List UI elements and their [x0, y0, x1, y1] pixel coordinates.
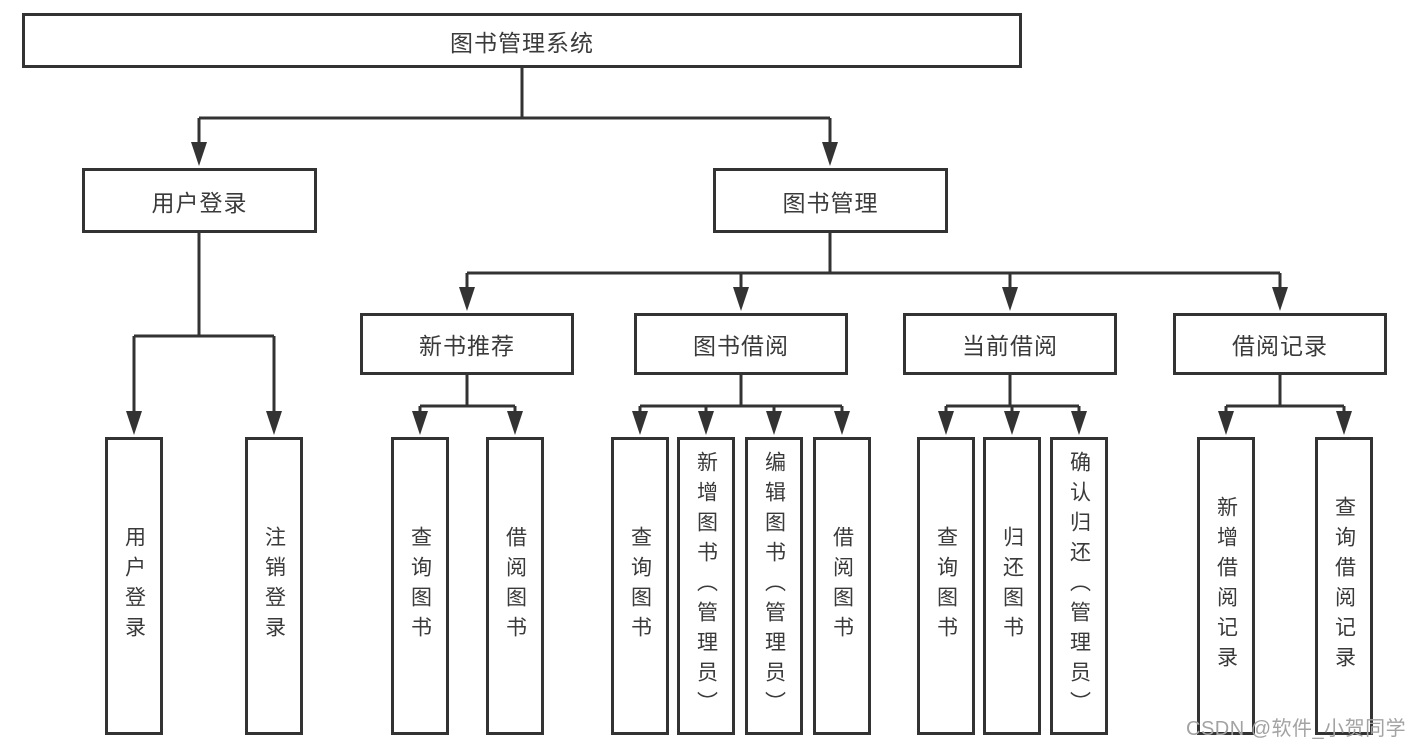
leaf-borrow-borrow-books-label: 借阅图书 — [830, 526, 854, 646]
arrowhead-icon — [698, 411, 714, 435]
arrowhead-icon — [459, 287, 475, 311]
leaf-borrow-borrow-books: 借阅图书 — [813, 437, 871, 735]
arrowhead-icon — [126, 411, 142, 435]
arrowhead-icon — [1218, 411, 1234, 435]
arrowhead-icon — [1002, 287, 1018, 311]
node-user-login: 用户登录 — [82, 168, 317, 233]
leaf-current-confirm-return-admin: 确认归还（管理员） — [1050, 437, 1108, 735]
node-root: 图书管理系统 — [22, 13, 1022, 68]
node-book-management-label: 图书管理 — [782, 189, 879, 216]
leaf-borrow-add-books-admin-label: 新增图书（管理员） — [694, 451, 718, 721]
arrowhead-icon — [822, 142, 838, 166]
arrowhead-icon — [1272, 287, 1288, 311]
node-book-borrow: 图书借阅 — [634, 313, 848, 375]
leaf-current-confirm-return-admin-label: 确认归还（管理员） — [1067, 451, 1091, 721]
node-current-borrow: 当前借阅 — [903, 313, 1117, 375]
leaf-borrow-query-books-label: 查询图书 — [628, 526, 652, 646]
node-root-label: 图书管理系统 — [450, 29, 594, 56]
leaf-record-query-borrow-record: 查询借阅记录 — [1315, 437, 1373, 735]
leaf-newrec-query-books-label: 查询图书 — [408, 526, 432, 646]
leaf-borrow-query-books: 查询图书 — [611, 437, 669, 735]
leaf-current-return-books-label: 归还图书 — [1000, 526, 1024, 646]
node-book-management: 图书管理 — [713, 168, 948, 233]
leaf-newrec-query-books: 查询图书 — [391, 437, 449, 735]
leaf-current-query-books: 查询图书 — [917, 437, 975, 735]
leaf-logout: 注销登录 — [245, 437, 303, 735]
leaf-newrec-borrow-books-label: 借阅图书 — [503, 526, 527, 646]
arrowhead-icon — [938, 411, 954, 435]
leaf-borrow-edit-books-admin: 编辑图书（管理员） — [745, 437, 803, 735]
leaf-user-login: 用户登录 — [105, 437, 163, 735]
arrowhead-icon — [266, 411, 282, 435]
leaf-borrow-add-books-admin: 新增图书（管理员） — [677, 437, 735, 735]
leaf-record-add-borrow-record-label: 新增借阅记录 — [1214, 496, 1238, 676]
node-borrow-record-label: 借阅记录 — [1232, 333, 1328, 359]
arrowhead-icon — [507, 411, 523, 435]
connector-group — [412, 375, 523, 435]
node-borrow-record: 借阅记录 — [1173, 313, 1387, 375]
node-current-borrow-label: 当前借阅 — [962, 333, 1058, 359]
arrowhead-icon — [834, 411, 850, 435]
connector-group — [459, 233, 1288, 311]
arrowhead-icon — [1336, 411, 1352, 435]
connector-group — [126, 233, 282, 435]
arrowhead-icon — [733, 287, 749, 311]
arrowhead-icon — [1004, 411, 1020, 435]
node-book-borrow-label: 图书借阅 — [693, 333, 789, 359]
arrowhead-icon — [412, 411, 428, 435]
arrowhead-icon — [766, 411, 782, 435]
leaf-logout-label: 注销登录 — [262, 526, 286, 646]
leaf-user-login-label: 用户登录 — [122, 526, 146, 646]
connector-group — [191, 68, 838, 166]
arrowhead-icon — [191, 142, 207, 166]
leaf-record-query-borrow-record-label: 查询借阅记录 — [1332, 496, 1356, 676]
leaf-record-add-borrow-record: 新增借阅记录 — [1197, 437, 1255, 735]
leaf-newrec-borrow-books: 借阅图书 — [486, 437, 544, 735]
leaf-borrow-edit-books-admin-label: 编辑图书（管理员） — [762, 451, 786, 721]
arrowhead-icon — [632, 411, 648, 435]
connector-group — [632, 375, 850, 435]
arrowhead-icon — [1071, 411, 1087, 435]
node-new-book-recommend-label: 新书推荐 — [419, 333, 515, 359]
node-user-login-label: 用户登录 — [151, 189, 248, 216]
node-new-book-recommend: 新书推荐 — [360, 313, 574, 375]
leaf-current-query-books-label: 查询图书 — [934, 526, 958, 646]
connector-group — [1218, 375, 1352, 435]
leaf-current-return-books: 归还图书 — [983, 437, 1041, 735]
csdn-watermark: CSDN @软件_小贺同学 — [1186, 718, 1405, 740]
connector-group — [938, 375, 1087, 435]
